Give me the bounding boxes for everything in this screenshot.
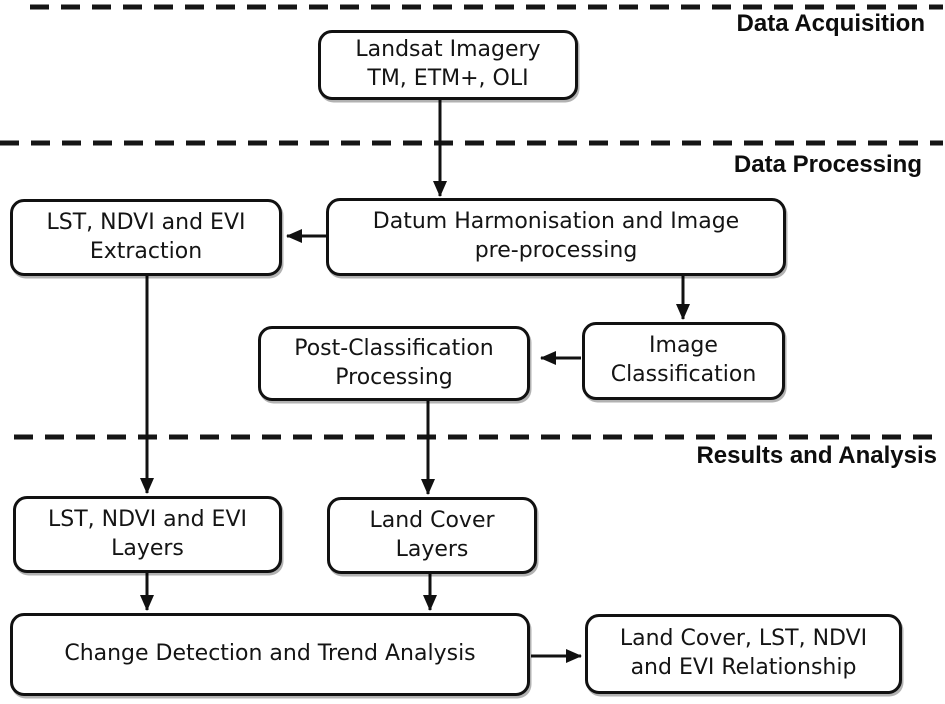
node-post-classification-processing: Post-Classification Processing — [258, 326, 530, 401]
section-label-data-processing: Data Processing — [733, 151, 922, 178]
section-label-results-and-analysis: Results and Analysis — [696, 442, 937, 469]
node-lst-ndvi-evi-extraction: LST, NDVI and EVI Extraction — [10, 199, 282, 276]
node-image-classification-label: Image Classification — [610, 333, 757, 387]
node-datum-harmonisation: Datum Harmonisation and Image pre-proces… — [326, 198, 786, 276]
node-post-classification-processing-label: Post-Classification Processing — [294, 335, 494, 390]
node-landsat-imagery: Landsat Imagery TM, ETM+, OLI — [318, 30, 578, 100]
node-landsat-imagery-label: Landsat Imagery TM, ETM+, OLI — [355, 37, 541, 91]
node-change-detection-and-trend-analysis-label: Change Detection and Trend Analysis — [64, 641, 476, 667]
node-image-classification: Image Classification — [582, 322, 785, 400]
node-land-cover-layers: Land Cover Layers — [327, 497, 537, 574]
node-datum-harmonisation-label: Datum Harmonisation and Image pre-proces… — [372, 209, 740, 263]
node-land-cover-lst-ndvi-evi-relationship-label: Land Cover, LST, NDVI and EVI Relationsh… — [619, 626, 868, 680]
node-change-detection-and-trend-analysis: Change Detection and Trend Analysis — [10, 613, 530, 696]
node-lst-ndvi-evi-layers-label: LST, NDVI and EVI Layers — [47, 506, 247, 561]
node-lst-ndvi-evi-extraction-label: LST, NDVI and EVI Extraction — [46, 209, 246, 264]
section-label-data-acquisition: Data Acquisition — [736, 10, 925, 37]
node-land-cover-layers-label: Land Cover Layers — [369, 507, 495, 562]
node-land-cover-lst-ndvi-evi-relationship: Land Cover, LST, NDVI and EVI Relationsh… — [585, 614, 902, 694]
node-lst-ndvi-evi-layers: LST, NDVI and EVI Layers — [13, 496, 282, 573]
